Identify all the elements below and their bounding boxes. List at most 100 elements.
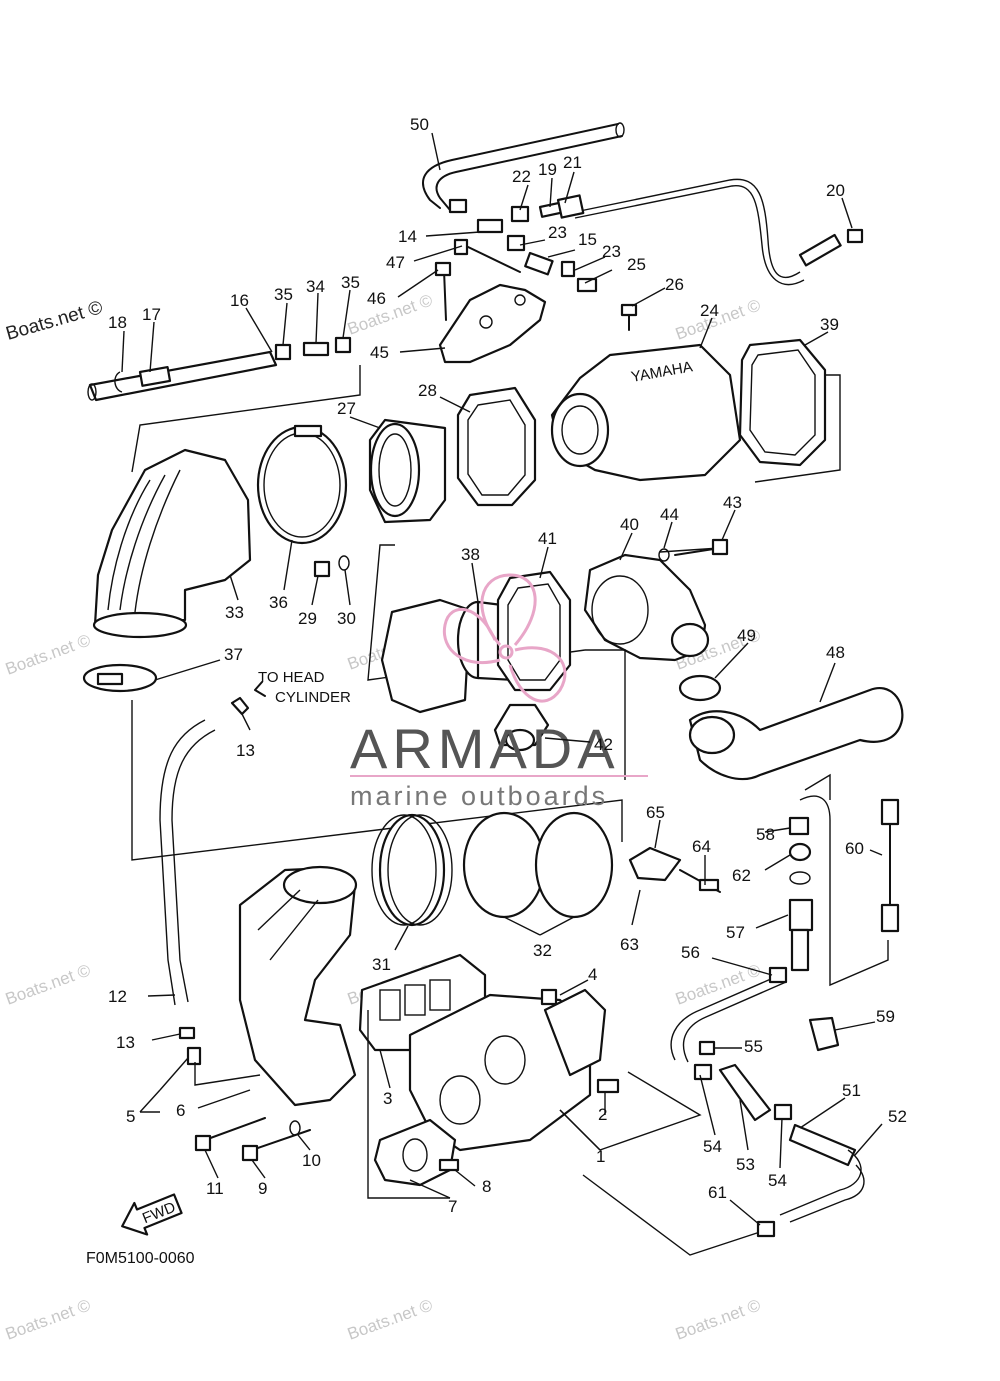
callout-4: 4 <box>588 965 597 984</box>
hose-right-loop <box>799 795 889 987</box>
hose-48 <box>688 687 904 780</box>
callout-53: 53 <box>736 1155 755 1174</box>
callout-5: 5 <box>126 1107 135 1126</box>
callout-22: 22 <box>512 167 531 186</box>
callout-28: 28 <box>418 381 437 400</box>
clamp-36 <box>256 425 348 545</box>
assembly-outline-lower <box>367 1010 450 1199</box>
cylinder-label: CYLINDER <box>275 689 351 706</box>
clamp-49 <box>678 674 722 702</box>
gasket-28 <box>456 386 537 507</box>
callout-10: 10 <box>302 1151 321 1170</box>
callout-44: 44 <box>660 505 679 524</box>
callout-19: 19 <box>538 160 557 179</box>
hose-line-upper <box>574 178 801 278</box>
callout-14: 14 <box>398 227 417 246</box>
brand-divider <box>350 775 648 777</box>
watermark-text: Boats.net © <box>3 960 94 1008</box>
callout-23-b: 23 <box>602 242 621 261</box>
gasket-39 <box>738 338 827 467</box>
callout-41: 41 <box>538 529 557 548</box>
callout-27: 27 <box>337 399 356 418</box>
callout-52: 52 <box>888 1107 907 1126</box>
callout-64: 64 <box>692 837 711 856</box>
callout-46: 46 <box>367 289 386 308</box>
callout-55: 55 <box>744 1037 763 1056</box>
callout-12: 12 <box>108 987 127 1006</box>
fwd-arrow: FWD <box>121 1193 183 1236</box>
gasket-7 <box>373 1118 457 1187</box>
callout-34: 34 <box>306 277 325 296</box>
assembly-outline-left <box>131 700 623 861</box>
dowel-2 <box>596 1078 620 1094</box>
callout-6: 6 <box>176 1101 185 1120</box>
exhaust-elbow-40 <box>583 553 710 662</box>
cap-42 <box>493 703 550 752</box>
watermark-text: Boats.net © <box>3 630 94 678</box>
callout-51: 51 <box>842 1081 861 1100</box>
callout-59: 59 <box>876 1007 895 1026</box>
callout-56: 56 <box>681 943 700 962</box>
callout-49: 49 <box>737 626 756 645</box>
dowel-8 <box>438 1158 460 1172</box>
pipe-16 <box>87 336 352 402</box>
callout-54-b: 54 <box>768 1171 787 1190</box>
callout-31: 31 <box>372 955 391 974</box>
callout-65: 65 <box>646 803 665 822</box>
callout-33: 33 <box>225 603 244 622</box>
callout-15: 15 <box>578 230 597 249</box>
washer-44 <box>658 548 670 562</box>
silencer-24: YAMAHA <box>550 343 742 482</box>
fittings-upper <box>448 194 864 293</box>
watermark-text: Boats.net © <box>3 1295 94 1343</box>
armada-logo: ARMADA marine outboards <box>350 573 648 811</box>
callout-40: 40 <box>620 515 639 534</box>
callout-63: 63 <box>620 935 639 954</box>
hose-12 <box>159 719 206 1006</box>
callout-62: 62 <box>732 866 751 885</box>
callout-61: 61 <box>708 1183 727 1202</box>
callout-37: 37 <box>224 645 243 664</box>
bolt-11 <box>204 1117 266 1141</box>
callout-3: 3 <box>383 1089 392 1108</box>
leader-lines <box>121 132 883 1226</box>
callout-42: 42 <box>594 735 613 754</box>
bolt-9 <box>251 1129 311 1151</box>
callout-11: 11 <box>206 1179 224 1198</box>
callout-2: 2 <box>598 1105 607 1124</box>
watermark-text: Boats.net © <box>673 1295 764 1343</box>
callout-57: 57 <box>726 923 745 942</box>
propeller-mark <box>442 573 567 703</box>
fitting-5 <box>186 1046 202 1066</box>
fitting-13-lower <box>178 1026 196 1040</box>
callout-39: 39 <box>820 315 839 334</box>
callout-13-upper: 13 <box>236 741 255 760</box>
to-head-label: TO HEAD <box>258 669 325 686</box>
callout-16: 16 <box>230 291 249 310</box>
callout-48: 48 <box>826 643 845 662</box>
hose-50 <box>422 122 625 211</box>
armada-brand-name: ARMADA <box>350 717 620 780</box>
callout-35-b: 35 <box>341 273 360 292</box>
assembly-outline-upper <box>131 365 361 473</box>
arrow-to-head <box>254 681 266 697</box>
callout-47: 47 <box>386 253 405 272</box>
callout-20: 20 <box>826 181 845 200</box>
bolt-4 <box>540 988 558 1006</box>
fittings-right <box>788 798 900 1052</box>
callout-50: 50 <box>410 115 429 134</box>
bracket-63 <box>628 846 721 893</box>
callout-7: 7 <box>448 1197 457 1216</box>
callout-29: 29 <box>298 609 317 628</box>
washer-10 <box>289 1120 301 1136</box>
hose-56-53 <box>670 966 865 1238</box>
part-number-labels: 50 22 19 21 20 14 23 15 23 25 47 46 26 2… <box>108 115 907 1216</box>
gasket-41 <box>496 570 572 692</box>
callout-25: 25 <box>627 255 646 274</box>
callout-24: 24 <box>700 301 719 320</box>
callout-18: 18 <box>108 313 127 332</box>
callout-35-a: 35 <box>274 285 293 304</box>
bolt-29 <box>313 560 331 578</box>
callout-45: 45 <box>370 343 389 362</box>
